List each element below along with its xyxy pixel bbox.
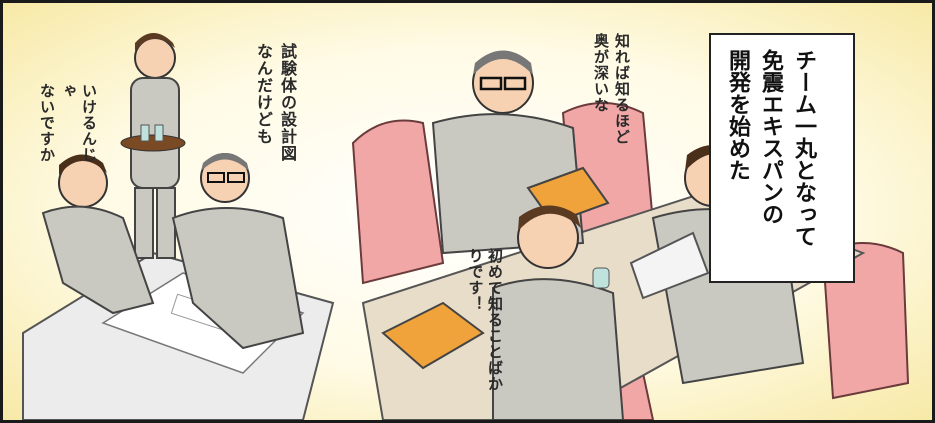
speech-line: なんだけども bbox=[254, 43, 273, 145]
caption-line: 開発を始めた bbox=[725, 49, 750, 181]
speech-line: 初めて知ることばかりです！ bbox=[466, 248, 505, 392]
speech-left-worker: いけるんじゃ ないですか bbox=[37, 83, 100, 173]
chair-left bbox=[351, 119, 445, 285]
speech-right-worker: 初めて知ることばかりです！ bbox=[465, 248, 505, 398]
speech-line: いけるんじゃ bbox=[59, 83, 98, 163]
boss-with-glasses-left bbox=[171, 153, 305, 350]
caption-text: チーム一丸となって 免震エキスパンの 開発を始めた bbox=[721, 49, 820, 269]
speech-line: 知れば知るほど bbox=[613, 33, 631, 145]
speech-line: 試験体の設計図 bbox=[278, 43, 297, 162]
illustration bbox=[22, 33, 910, 420]
speech-line: ないですか bbox=[38, 83, 56, 163]
book-on-table bbox=[381, 301, 485, 370]
worker-leaning bbox=[41, 154, 155, 315]
caption-line: チーム一丸となって bbox=[791, 49, 816, 247]
speech-line: 奥が深いな bbox=[592, 33, 610, 113]
speech-right-boss: 知れば知るほど 奥が深いな bbox=[591, 33, 633, 168]
young-worker-front bbox=[492, 205, 625, 420]
caption-box: チーム一丸となって 免震エキスパンの 開発を始めた bbox=[709, 33, 855, 283]
speech-left-boss: 試験体の設計図 なんだけども bbox=[251, 43, 299, 213]
caption-line: 免震エキスパンの bbox=[758, 49, 783, 225]
